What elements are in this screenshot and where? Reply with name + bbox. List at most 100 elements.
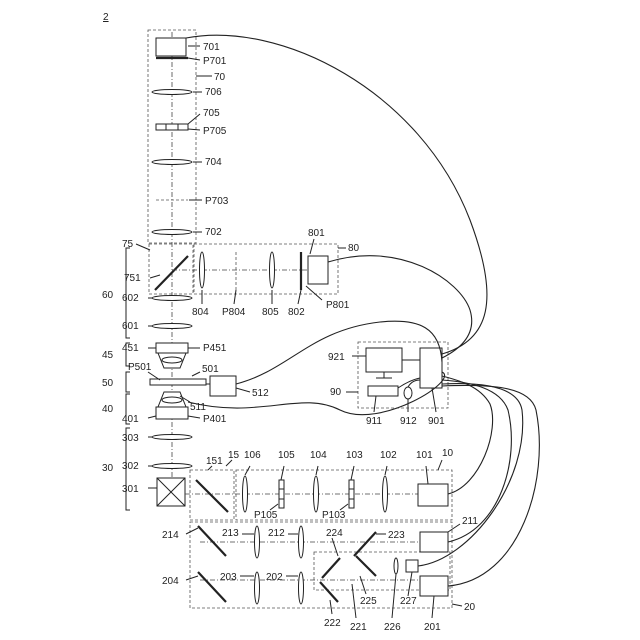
leader-101 [426, 466, 428, 484]
objective-401-element [162, 397, 182, 403]
label-303: 303 [122, 433, 139, 444]
lens-804 [200, 252, 205, 288]
lens-202 [299, 572, 304, 604]
label-p105: P105 [254, 510, 278, 521]
label-105: 105 [278, 450, 295, 461]
element-705 [156, 124, 188, 130]
label-225: 225 [360, 596, 377, 607]
label-227: 227 [400, 596, 417, 607]
label-451: 451 [122, 343, 139, 354]
leader-p801 [306, 286, 322, 300]
leader-p705 [188, 129, 200, 130]
label-214: 214 [162, 530, 179, 541]
label-601: 601 [122, 321, 139, 332]
label-203: 203 [220, 572, 237, 583]
label-212: 212 [268, 528, 285, 539]
leader-20 [452, 604, 462, 606]
lens-601 [152, 324, 192, 329]
leader-75 [136, 244, 150, 250]
leader-222 [330, 600, 332, 614]
leader-p401 [188, 416, 200, 418]
label-10: 10 [442, 448, 454, 459]
label-226: 226 [384, 622, 401, 633]
label-104: 104 [310, 450, 327, 461]
label-221: 221 [350, 622, 367, 633]
label-401: 401 [122, 414, 139, 425]
label-40: 40 [102, 404, 114, 415]
label-912: 912 [400, 416, 417, 427]
mouse-912 [404, 387, 412, 399]
leader-106 [245, 466, 250, 475]
label-103: 103 [346, 450, 363, 461]
lens-104 [314, 476, 319, 512]
lens-805 [270, 252, 275, 288]
cable-to-201 [442, 385, 539, 586]
leader-911 [374, 396, 376, 412]
label-30: 30 [102, 463, 114, 474]
element-105 [279, 480, 284, 508]
leader-801 [310, 239, 314, 254]
lens-106 [243, 476, 248, 512]
label-501: 501 [202, 364, 219, 375]
label-751: 751 [124, 273, 141, 284]
label-201: 201 [424, 622, 441, 633]
label-211: 211 [462, 516, 478, 527]
label-224: 224 [326, 528, 343, 539]
actuator-512 [210, 376, 236, 396]
light-source-101 [418, 484, 448, 506]
leader-225 [360, 576, 366, 594]
figure-number: 2 [103, 12, 109, 23]
beam-splitter-225 [356, 556, 376, 576]
label-p103: P103 [322, 510, 346, 521]
label-804: 804 [192, 307, 209, 318]
label-921: 921 [328, 352, 345, 363]
label-80: 80 [348, 243, 360, 254]
objective-451-body [156, 343, 188, 353]
beam-splitter-751 [155, 256, 188, 290]
computer-901 [420, 348, 442, 388]
mirror-224 [322, 558, 340, 578]
label-p703: P703 [205, 196, 229, 207]
detector-227 [406, 560, 418, 572]
label-223: 223 [388, 530, 405, 541]
label-801: 801 [308, 228, 325, 239]
label-302: 302 [122, 461, 139, 472]
mirror-151 [196, 480, 228, 512]
leader-211 [448, 524, 460, 532]
leader-224 [332, 538, 338, 556]
label-45: 45 [102, 350, 114, 361]
label-704: 704 [205, 157, 222, 168]
label-p401: P401 [203, 414, 227, 425]
label-60: 60 [102, 290, 114, 301]
stage-501 [150, 379, 206, 385]
leader-102 [385, 466, 387, 475]
leader-802 [298, 290, 301, 304]
leader-p701 [188, 58, 200, 60]
label-705: 705 [203, 108, 220, 119]
label-911: 911 [366, 416, 382, 427]
label-901: 901 [428, 416, 445, 427]
bracket-50 [126, 372, 130, 392]
label-512: 512 [252, 388, 269, 399]
lens-302 [152, 464, 192, 469]
label-p701: P701 [203, 56, 227, 67]
label-90: 90 [330, 387, 342, 398]
label-602: 602 [122, 293, 139, 304]
component-801-camera [308, 256, 328, 284]
lens-706 [152, 90, 192, 95]
leader-201 [432, 596, 434, 618]
objective-401-body [156, 407, 188, 419]
lens-702 [152, 230, 192, 235]
leader-512 [236, 388, 250, 392]
leader-221 [352, 584, 356, 618]
leader-226 [392, 574, 396, 618]
cable-keyboard-computer [398, 378, 420, 388]
leader-214 [186, 528, 198, 534]
leader-227 [408, 572, 412, 596]
lens-303 [152, 435, 192, 440]
leader-p804 [234, 290, 236, 304]
lens-212 [299, 526, 304, 558]
label-20: 20 [464, 602, 476, 613]
label-70: 70 [214, 72, 226, 83]
leader-501 [192, 372, 200, 376]
